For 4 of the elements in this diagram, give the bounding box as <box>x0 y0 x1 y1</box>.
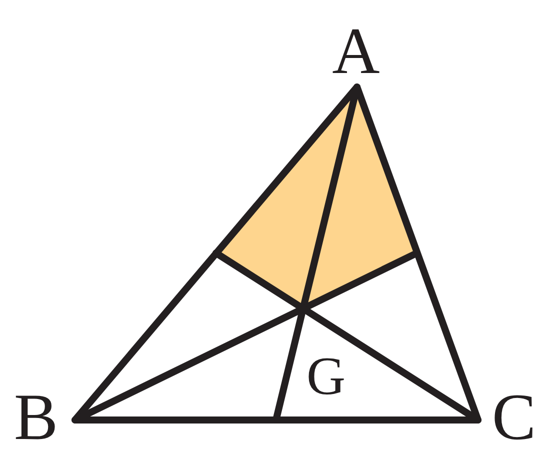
vertex-label: B <box>14 385 58 451</box>
vertex-label: C <box>492 385 536 451</box>
point-label: G <box>306 349 346 403</box>
vertex-label: A <box>332 19 380 85</box>
